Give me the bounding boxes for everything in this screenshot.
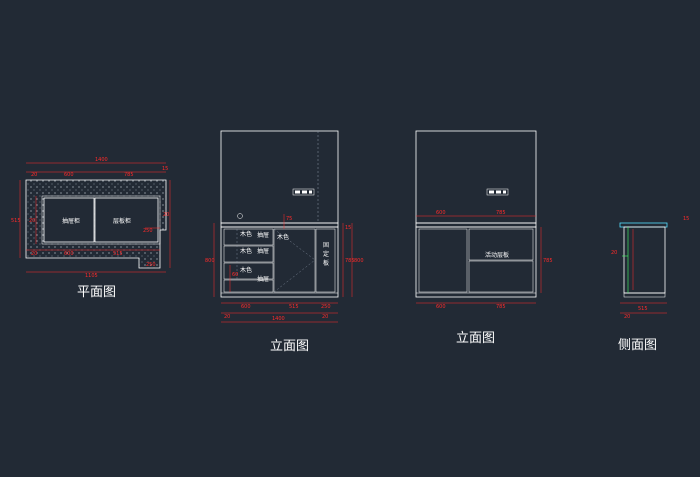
back-dim-right-height: 785 [543,258,553,264]
plan-dim-top-total: 1400 [95,157,108,163]
plan-dim-bottom-left: 600 [64,251,74,257]
front-dim-mid-a: 75 [286,216,292,222]
front-socket-icon [292,188,315,196]
plan-label-shelf-cabinet: 层板柜 [113,217,131,225]
front-label-wood-2: 木色 [240,247,252,255]
back-dim-bottom-right: 785 [496,304,506,310]
front-knob-icon [237,213,243,219]
front-label-wood-1: 木色 [240,230,252,238]
plan-dim-bottom-total: 1105 [85,273,98,279]
back-dim-top-right: 785 [496,210,506,216]
front-label-drawer-3: 抽屉 [257,275,269,283]
plan-inner-frame [41,195,161,245]
side-cabinet-body [623,226,666,294]
plan-dim-left-inner: 20 [29,218,35,224]
back-elevation-title: 立面图 [456,331,495,346]
plan-view: 抽屉柜 层板柜 1400 20 600 785 15 515 20 20 250… [11,157,171,300]
front-label-wood-3: 木色 [240,266,252,274]
side-view-title: 侧面图 [618,338,657,353]
front-dim-bottom-a: 600 [241,304,251,310]
front-dim-right-total: 800 [354,258,364,264]
side-dim-bottom-edge: 20 [624,314,630,320]
front-label-fixed-1: 固 [323,242,329,249]
plan-dim-top-right: 785 [124,172,134,178]
back-countertop [415,222,537,228]
front-label-drawer-1: 抽屉 [257,231,269,239]
plan-dim-top-left: 600 [64,172,74,178]
front-dim-bottom-right: 20 [322,314,328,320]
plan-label-drawer-cabinet: 抽屉柜 [62,217,80,225]
back-elevation-view: 活动层板 600 785 785 600 785 立面图 [415,130,553,346]
plan-title: 平面图 [77,285,116,300]
side-dim-top-right: 15 [683,216,689,222]
front-dim-right-a: 15 [345,225,351,231]
front-dim-bottom-left: 20 [224,314,230,320]
front-elevation-view: 木色 抽屉 木色 抽屉 木色 抽屉 木色 抽屉 固 定 板 800 75 60 … [205,130,364,354]
side-dim-left-mid: 20 [611,250,617,256]
plan-dim-bottom-right: 250 [146,262,156,268]
back-socket-icon [486,188,509,196]
front-dim-right-b: 785 [345,258,355,264]
plan-dim-bottom-mid: 515 [113,251,123,257]
front-label-fixed-3: 板 [323,259,329,267]
plan-dim-bottom-edge: 20 [31,251,37,257]
plan-dim-top-edge: 20 [31,172,37,178]
front-countertop [220,222,339,228]
front-dim-mid-b: 60 [232,272,238,278]
back-base-cabinet [415,226,537,298]
plan-dim-right-a: 20 [163,212,169,218]
front-label-fixed-2: 定 [323,250,329,258]
back-dim-bottom-left: 600 [436,304,446,310]
front-label-drawer-2: 抽屉 [257,247,269,255]
side-countertop [619,222,668,228]
front-dim-bottom-c: 250 [321,304,331,310]
plan-shelf-cabinet [94,197,159,243]
back-label-movable-shelf: 活动层板 [485,251,509,259]
front-elevation-title: 立面图 [270,339,309,354]
side-dim-bottom: 515 [638,306,648,312]
side-view: 15 20 515 20 侧面图 [611,216,689,353]
front-base-cabinet [220,226,339,298]
plan-drawer-cabinet [43,197,95,243]
front-dim-bottom-b: 515 [289,304,299,310]
back-dim-top-left: 600 [436,210,446,216]
plan-dim-top-right-edge: 15 [162,166,168,172]
front-upper-panel [220,130,339,224]
plan-dim-left-height: 515 [11,218,21,224]
front-dim-left-height: 800 [205,258,215,264]
front-dim-bottom-total: 1400 [272,316,285,322]
back-upper-panel [415,130,537,224]
plan-dim-right-b: 250 [143,228,153,234]
front-label-wood-4: 木色 [277,233,289,241]
